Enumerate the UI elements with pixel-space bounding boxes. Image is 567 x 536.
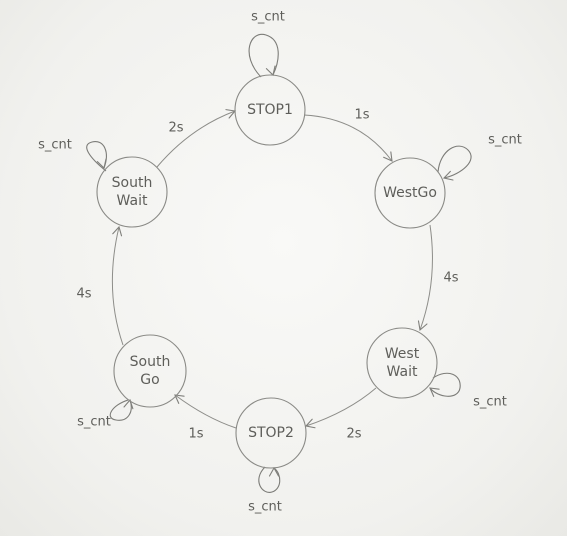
- state-circle-southwait: [96, 156, 168, 228]
- self-loop-line: [248, 33, 279, 78]
- transition-label: 1s: [188, 427, 203, 442]
- transition-arrowhead: [383, 151, 393, 162]
- self-loop-label: s_cnt: [77, 415, 111, 430]
- transition-line: [174, 394, 237, 429]
- self-loop-southgo: s_cnt: [77, 398, 134, 430]
- self-loop-arrowhead: [96, 158, 107, 170]
- state-circle-stop1: [234, 74, 306, 146]
- transition-label: 2s: [168, 121, 183, 136]
- self-loop-line: [258, 466, 281, 493]
- transitions-layer: 1s 4s 2s 1s 4s 2s: [76, 108, 458, 442]
- self-loop-label: s_cnt: [251, 10, 285, 25]
- state-circle-southgo: [113, 334, 187, 408]
- transition-line: [419, 224, 433, 331]
- state-circle-westwait: [366, 327, 438, 399]
- transition-arrowhead: [112, 225, 123, 237]
- self-loop-line: [437, 145, 472, 179]
- state-circle-westgo: [374, 157, 446, 229]
- self-loop-label: s_cnt: [473, 395, 507, 410]
- state-stop1: STOP1: [234, 74, 306, 146]
- self-loop-line: [109, 399, 132, 421]
- self-loop-label: s_cnt: [488, 133, 522, 148]
- state-label-stop1: STOP1: [247, 102, 293, 118]
- self-loop-arrowhead: [265, 65, 276, 77]
- transition-southgo-to-southwait: 4s: [76, 225, 124, 346]
- transition-label: 2s: [346, 427, 361, 442]
- self-loop-label: s_cnt: [248, 500, 282, 515]
- state-label-southgo: Go: [140, 372, 159, 388]
- self-loop-southwait: s_cnt: [38, 138, 107, 172]
- transition-arrowhead: [417, 320, 428, 332]
- transition-line: [303, 114, 393, 162]
- state-stop2: STOP2: [235, 397, 307, 469]
- transition-label: 4s: [443, 271, 458, 286]
- state-circle-stop2: [235, 397, 307, 469]
- self-loop-arrowhead: [429, 387, 440, 397]
- transition-label: 1s: [354, 108, 369, 123]
- self-loop-line: [429, 372, 461, 397]
- state-label-stop2: STOP2: [248, 425, 294, 441]
- transition-line: [111, 226, 124, 346]
- self-loop-westgo: s_cnt: [437, 133, 522, 181]
- transition-line: [305, 387, 377, 427]
- transition-westgo-to-westwait: 4s: [417, 224, 459, 332]
- state-label-westgo: WestGo: [383, 185, 437, 201]
- self-loop-stop1: s_cnt: [248, 10, 285, 78]
- self-loop-westwait: s_cnt: [429, 372, 507, 410]
- state-label-southwait: South: [112, 175, 153, 191]
- self-loop-arrowhead: [123, 398, 134, 410]
- self-loops-layer: s_cnt s_cnt s_cnt s_cnt s_cnt s_cnt: [38, 10, 522, 515]
- transition-stop2-to-southgo: 1s: [174, 394, 237, 442]
- state-label-westwait: West: [385, 346, 420, 362]
- state-label-westwait: Wait: [387, 364, 418, 380]
- transition-arrowhead: [304, 418, 316, 429]
- transition-southwait-to-stop1: 2s: [156, 109, 237, 168]
- transition-stop1-to-westgo: 1s: [303, 108, 393, 162]
- state-label-southgo: South: [130, 354, 171, 370]
- self-loop-line: [86, 141, 107, 172]
- state-westgo: WestGo: [374, 157, 446, 229]
- transition-label: 4s: [76, 287, 91, 302]
- transition-line: [156, 110, 236, 168]
- transition-arrowhead: [174, 394, 185, 404]
- self-loop-arrowhead: [442, 170, 454, 181]
- self-loop-stop2: s_cnt: [248, 466, 282, 515]
- transition-westwait-to-stop2: 2s: [304, 387, 377, 442]
- state-label-southwait: Wait: [117, 193, 148, 209]
- self-loop-label: s_cnt: [38, 138, 72, 153]
